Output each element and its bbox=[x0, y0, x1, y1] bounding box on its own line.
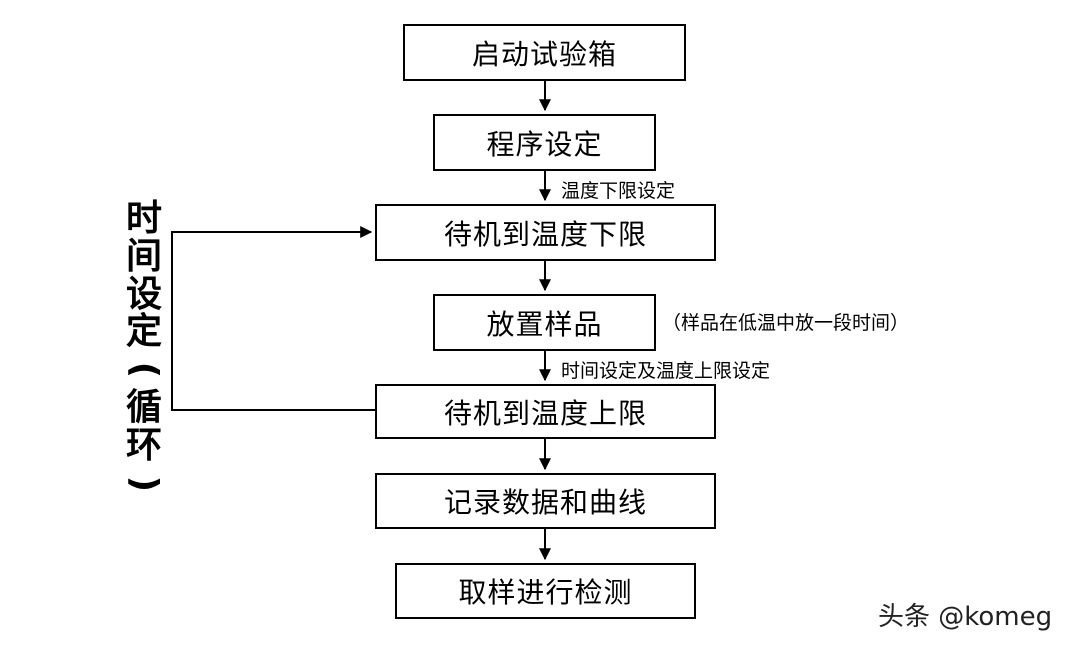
loop-label: 时 间 设 定 ( 循 环 ) bbox=[118, 200, 170, 502]
step-record-data: 记录数据和曲线 bbox=[375, 473, 716, 529]
loop-char: 设 bbox=[125, 273, 162, 315]
step-place-sample: 放置样品 bbox=[433, 294, 656, 351]
step-standby-high-temp: 待机到温度上限 bbox=[375, 384, 716, 439]
step-standby-low-temp: 待机到温度下限 bbox=[375, 204, 716, 261]
loop-char: 时 bbox=[125, 198, 162, 239]
loop-char: 循 bbox=[125, 386, 162, 428]
sample-note: （样品在低温中放一段时间） bbox=[662, 312, 910, 334]
loop-char: ( bbox=[123, 361, 165, 379]
loop-arrow bbox=[171, 226, 375, 411]
loop-char: ) bbox=[123, 475, 165, 492]
watermark: 头条 @komeg bbox=[878, 602, 1053, 632]
step-program-setting: 程序设定 bbox=[433, 114, 656, 171]
loop-char: 环 bbox=[125, 424, 162, 466]
edge-label-time-high-temp-setting: 时间设定及温度上限设定 bbox=[561, 360, 771, 382]
step-sampling-test: 取样进行检测 bbox=[395, 563, 696, 619]
step-start-chamber: 启动试验箱 bbox=[403, 24, 686, 81]
edge-label-low-temp-setting: 温度下限设定 bbox=[561, 180, 676, 202]
loop-char: 间 bbox=[125, 235, 162, 277]
loop-char: 定 bbox=[125, 311, 162, 353]
